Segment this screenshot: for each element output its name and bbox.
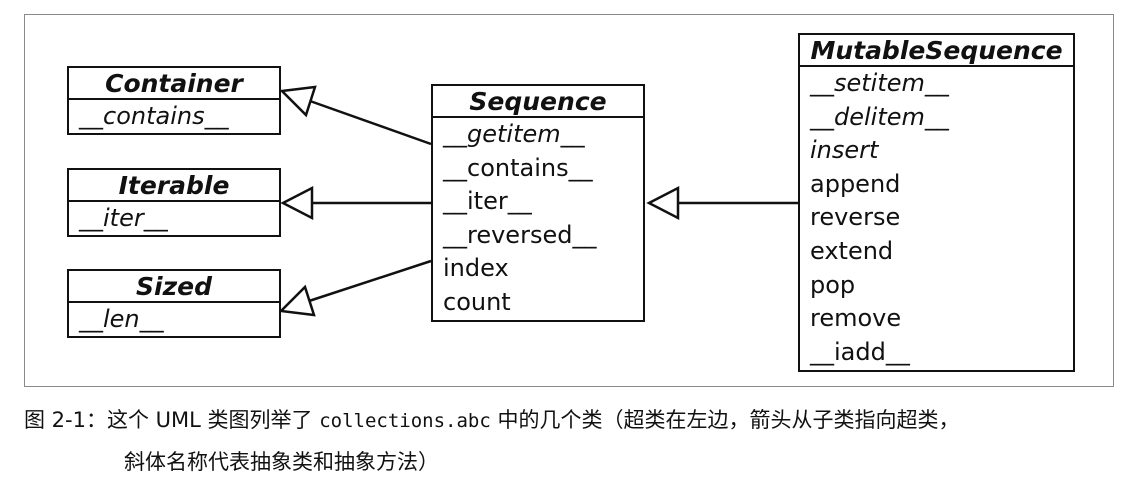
- class-member: __delitem__: [810, 102, 949, 131]
- figure-caption-line2: 斜体名称代表抽象类和抽象方法）: [124, 447, 439, 477]
- class-member: __contains__: [443, 153, 593, 182]
- arrowhead-container: [279, 85, 317, 118]
- class-container: Container __contains__: [67, 66, 281, 135]
- caption-prefix: 图 2-1：这个 UML 类图列举了: [24, 408, 320, 432]
- class-member: insert: [810, 136, 879, 165]
- class-member: append: [810, 169, 901, 198]
- class-member: __iter__: [79, 204, 168, 232]
- arrowhead-iterable: [280, 185, 314, 221]
- arrowhead-sized: [278, 284, 316, 317]
- class-member: __contains__: [79, 102, 229, 130]
- class-member: __reversed__: [443, 220, 597, 249]
- class-name: MutableSequence: [800, 35, 1073, 67]
- caption-line2: 斜体名称代表抽象类和抽象方法）: [124, 450, 439, 474]
- class-member: __iadd__: [810, 337, 910, 366]
- class-member: count: [443, 287, 511, 316]
- class-member: remove: [810, 304, 902, 333]
- class-member: __getitem__: [443, 120, 585, 148]
- class-name: Sequence: [433, 86, 643, 118]
- class-member: index: [443, 254, 509, 283]
- caption-suffix: 中的几个类（超类在左边，箭头从子类指向超类，: [490, 408, 960, 432]
- class-member: __iter__: [443, 187, 532, 216]
- diagram-frame: Container __contains__ Iterable __iter__…: [24, 14, 1114, 387]
- class-name: Sized: [69, 271, 279, 303]
- figure-caption-line1: 图 2-1：这个 UML 类图列举了 collections.abc 中的几个类…: [24, 405, 959, 436]
- caption-code: collections.abc: [319, 410, 491, 432]
- class-member: extend: [810, 236, 894, 265]
- class-name: Container: [69, 68, 279, 100]
- class-iterable: Iterable __iter__: [67, 168, 281, 237]
- class-sized: Sized __len__: [67, 269, 281, 338]
- class-name: Iterable: [69, 170, 279, 202]
- arrow-sequence-to-container: [309, 99, 432, 146]
- class-member: pop: [810, 270, 856, 299]
- arrow-sequence-to-sized: [308, 259, 432, 303]
- inheritance-arrows: [278, 85, 798, 317]
- class-member: reverse: [810, 203, 901, 232]
- arrowhead-sequence: [646, 185, 680, 221]
- class-member: __len__: [79, 305, 164, 333]
- class-mutablesequence: MutableSequence __setitem__ __delitem__in…: [798, 33, 1075, 372]
- class-member: __setitem__: [810, 69, 949, 97]
- class-sequence: Sequence __getitem__ __contains__ __iter__…: [431, 84, 645, 322]
